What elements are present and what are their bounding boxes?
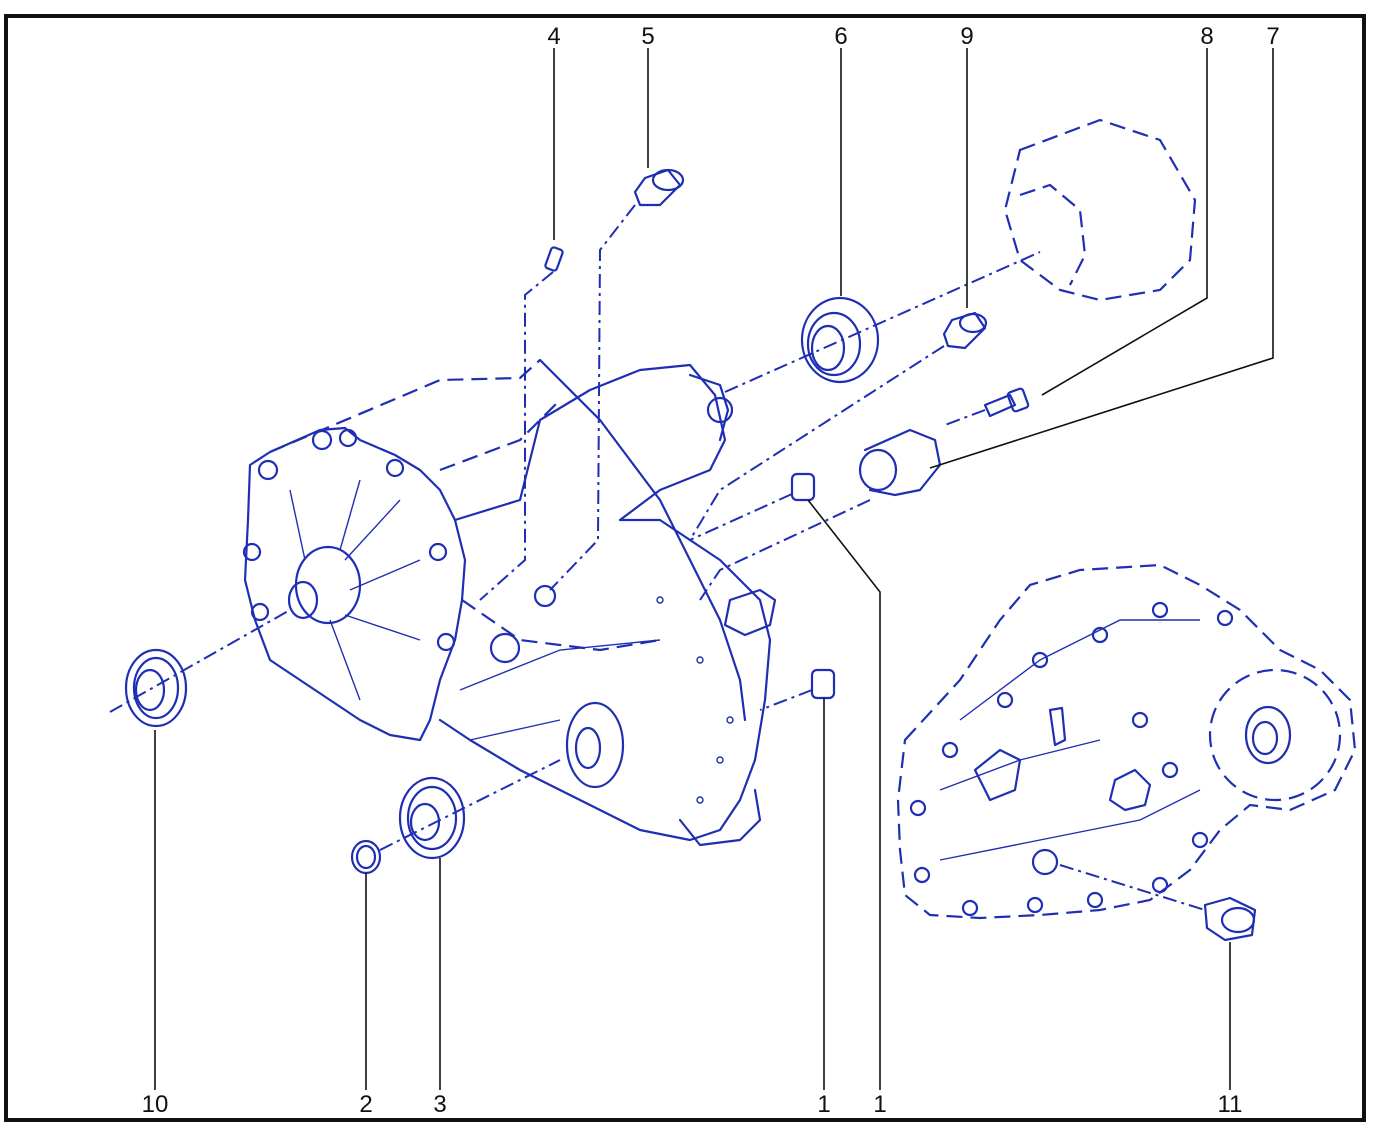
part-3-rear-output-seal [379,759,561,860]
leader-lines [154,48,1274,1090]
part-8-bolt [944,387,1030,426]
callout-5: 5 [641,23,654,50]
part-1-upper-plug [689,472,816,541]
part-2-o-ring [350,839,382,875]
part-10-front-output-seal [109,609,291,728]
callout-6: 6 [834,23,847,50]
part-5-sensor-switch [549,168,685,591]
callout-10: 10 [142,1091,169,1118]
callout-8: 8 [1200,23,1213,50]
part-11-sensor [1059,864,1257,942]
callout-2: 2 [359,1091,372,1118]
diagram-frame [4,14,1366,1122]
part-4-dowel-pin [479,246,564,601]
part-9-speed-sensor [689,311,988,541]
callout-3: 3 [433,1091,446,1118]
main-transfer-case-housing [242,358,777,847]
rear-extension-cover-outline [1003,118,1197,302]
callout-1-left: 1 [817,1091,830,1118]
callout-9: 9 [960,23,973,50]
part-6-seal [724,251,1041,393]
callout-1-right: 1 [873,1091,886,1118]
callout-4: 4 [547,23,560,50]
callout-11: 11 [1218,1091,1243,1118]
callout-7: 7 [1266,23,1279,50]
assembled-transfer-case-view [896,563,1357,920]
part-1-lower-plug [759,668,836,711]
